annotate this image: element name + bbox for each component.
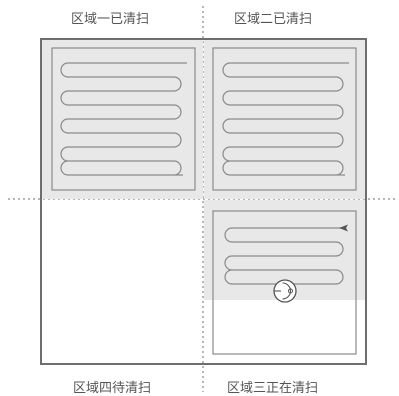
zone-3-label: 区域三正在清扫 (227, 381, 319, 396)
zone-4-label: 区域四待清扫 (73, 381, 152, 396)
direction-arrow-icon (339, 224, 348, 232)
zone-3-cleaning-path (224, 227, 346, 285)
zone-4-area (42, 200, 203, 363)
zone-1 (42, 40, 203, 199)
zone-2 (204, 40, 365, 199)
robot-vacuum-icon (273, 279, 297, 303)
room-outline (40, 38, 367, 365)
zone-1-cleaning-path (60, 62, 187, 176)
zone-1-box (51, 47, 196, 191)
zone-2-box (212, 47, 357, 191)
zone-3-box (212, 210, 357, 355)
zone-2-cleaning-path (222, 62, 349, 176)
zone-2-label: 区域二已清扫 (234, 12, 313, 27)
zone-1-label: 区域一已清扫 (71, 12, 150, 27)
zone-3 (204, 200, 365, 355)
